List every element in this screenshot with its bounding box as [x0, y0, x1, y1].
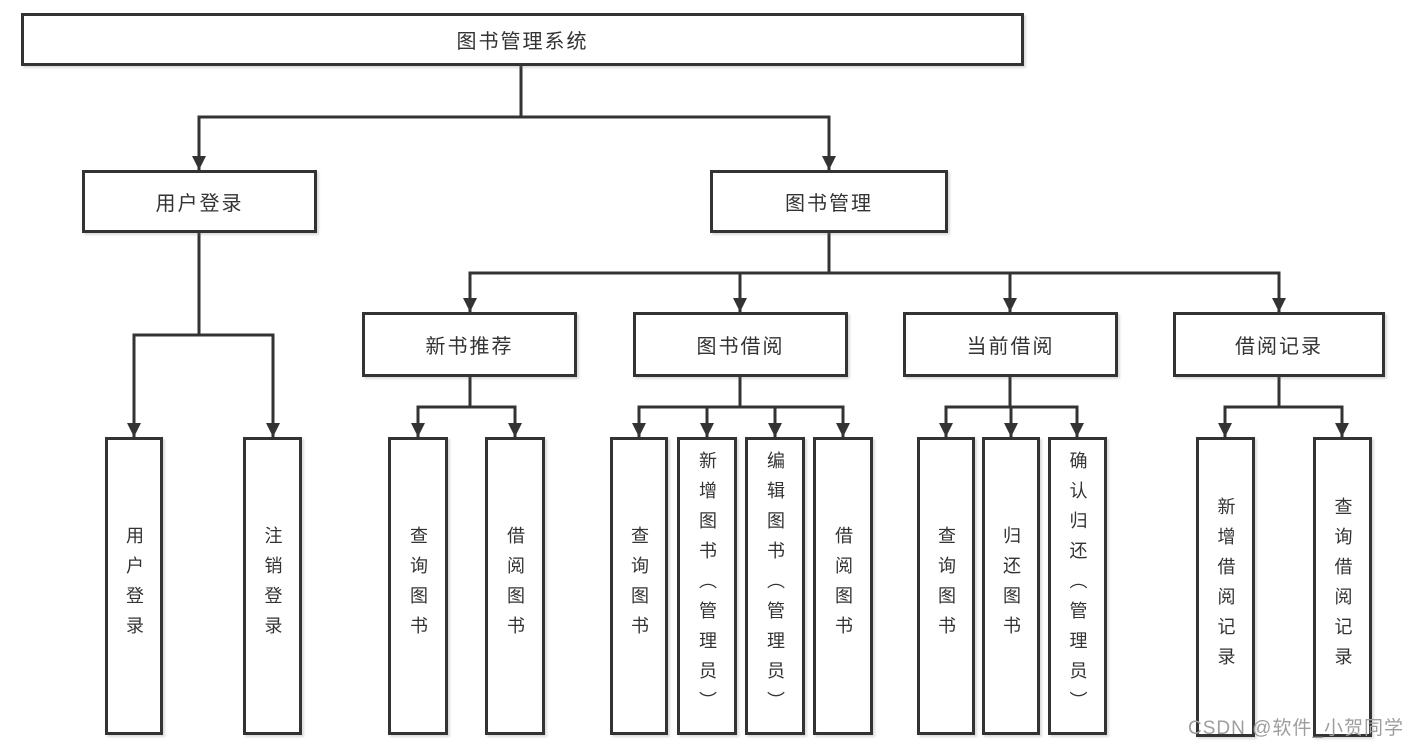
leaf-user-login: 用户登录	[105, 437, 163, 735]
node-current-borrowing: 当前借阅	[903, 312, 1118, 377]
node-book-borrowing: 图书借阅	[633, 312, 848, 377]
leaf-br-query-record: 查询借阅记录	[1313, 437, 1372, 737]
node-root: 图书管理系统	[21, 13, 1024, 66]
leaf-bb-edit-book-admin: 编辑图书（管理员）	[745, 437, 805, 735]
leaf-bb-add-book-admin: 新增图书（管理员）	[677, 437, 737, 735]
leaf-cb-query-book: 查询图书	[917, 437, 975, 735]
leaf-cb-confirm-return-admin: 确认归还（管理员）	[1048, 437, 1107, 735]
leaf-br-add-record: 新增借阅记录	[1196, 437, 1255, 737]
leaf-nbr-query-book: 查询图书	[388, 437, 448, 735]
leaf-bb-query-book: 查询图书	[610, 437, 668, 735]
node-user-login: 用户登录	[82, 170, 317, 233]
node-borrow-records: 借阅记录	[1173, 312, 1385, 377]
leaf-logout: 注销登录	[243, 437, 302, 735]
node-book-management: 图书管理	[710, 170, 948, 233]
leaf-bb-borrow-book: 借阅图书	[813, 437, 873, 735]
leaf-cb-return-book: 归还图书	[982, 437, 1040, 735]
leaf-nbr-borrow-book: 借阅图书	[485, 437, 545, 735]
watermark: CSDN @软件_小贺同学	[1188, 718, 1404, 739]
node-new-book-recommend: 新书推荐	[362, 312, 577, 377]
